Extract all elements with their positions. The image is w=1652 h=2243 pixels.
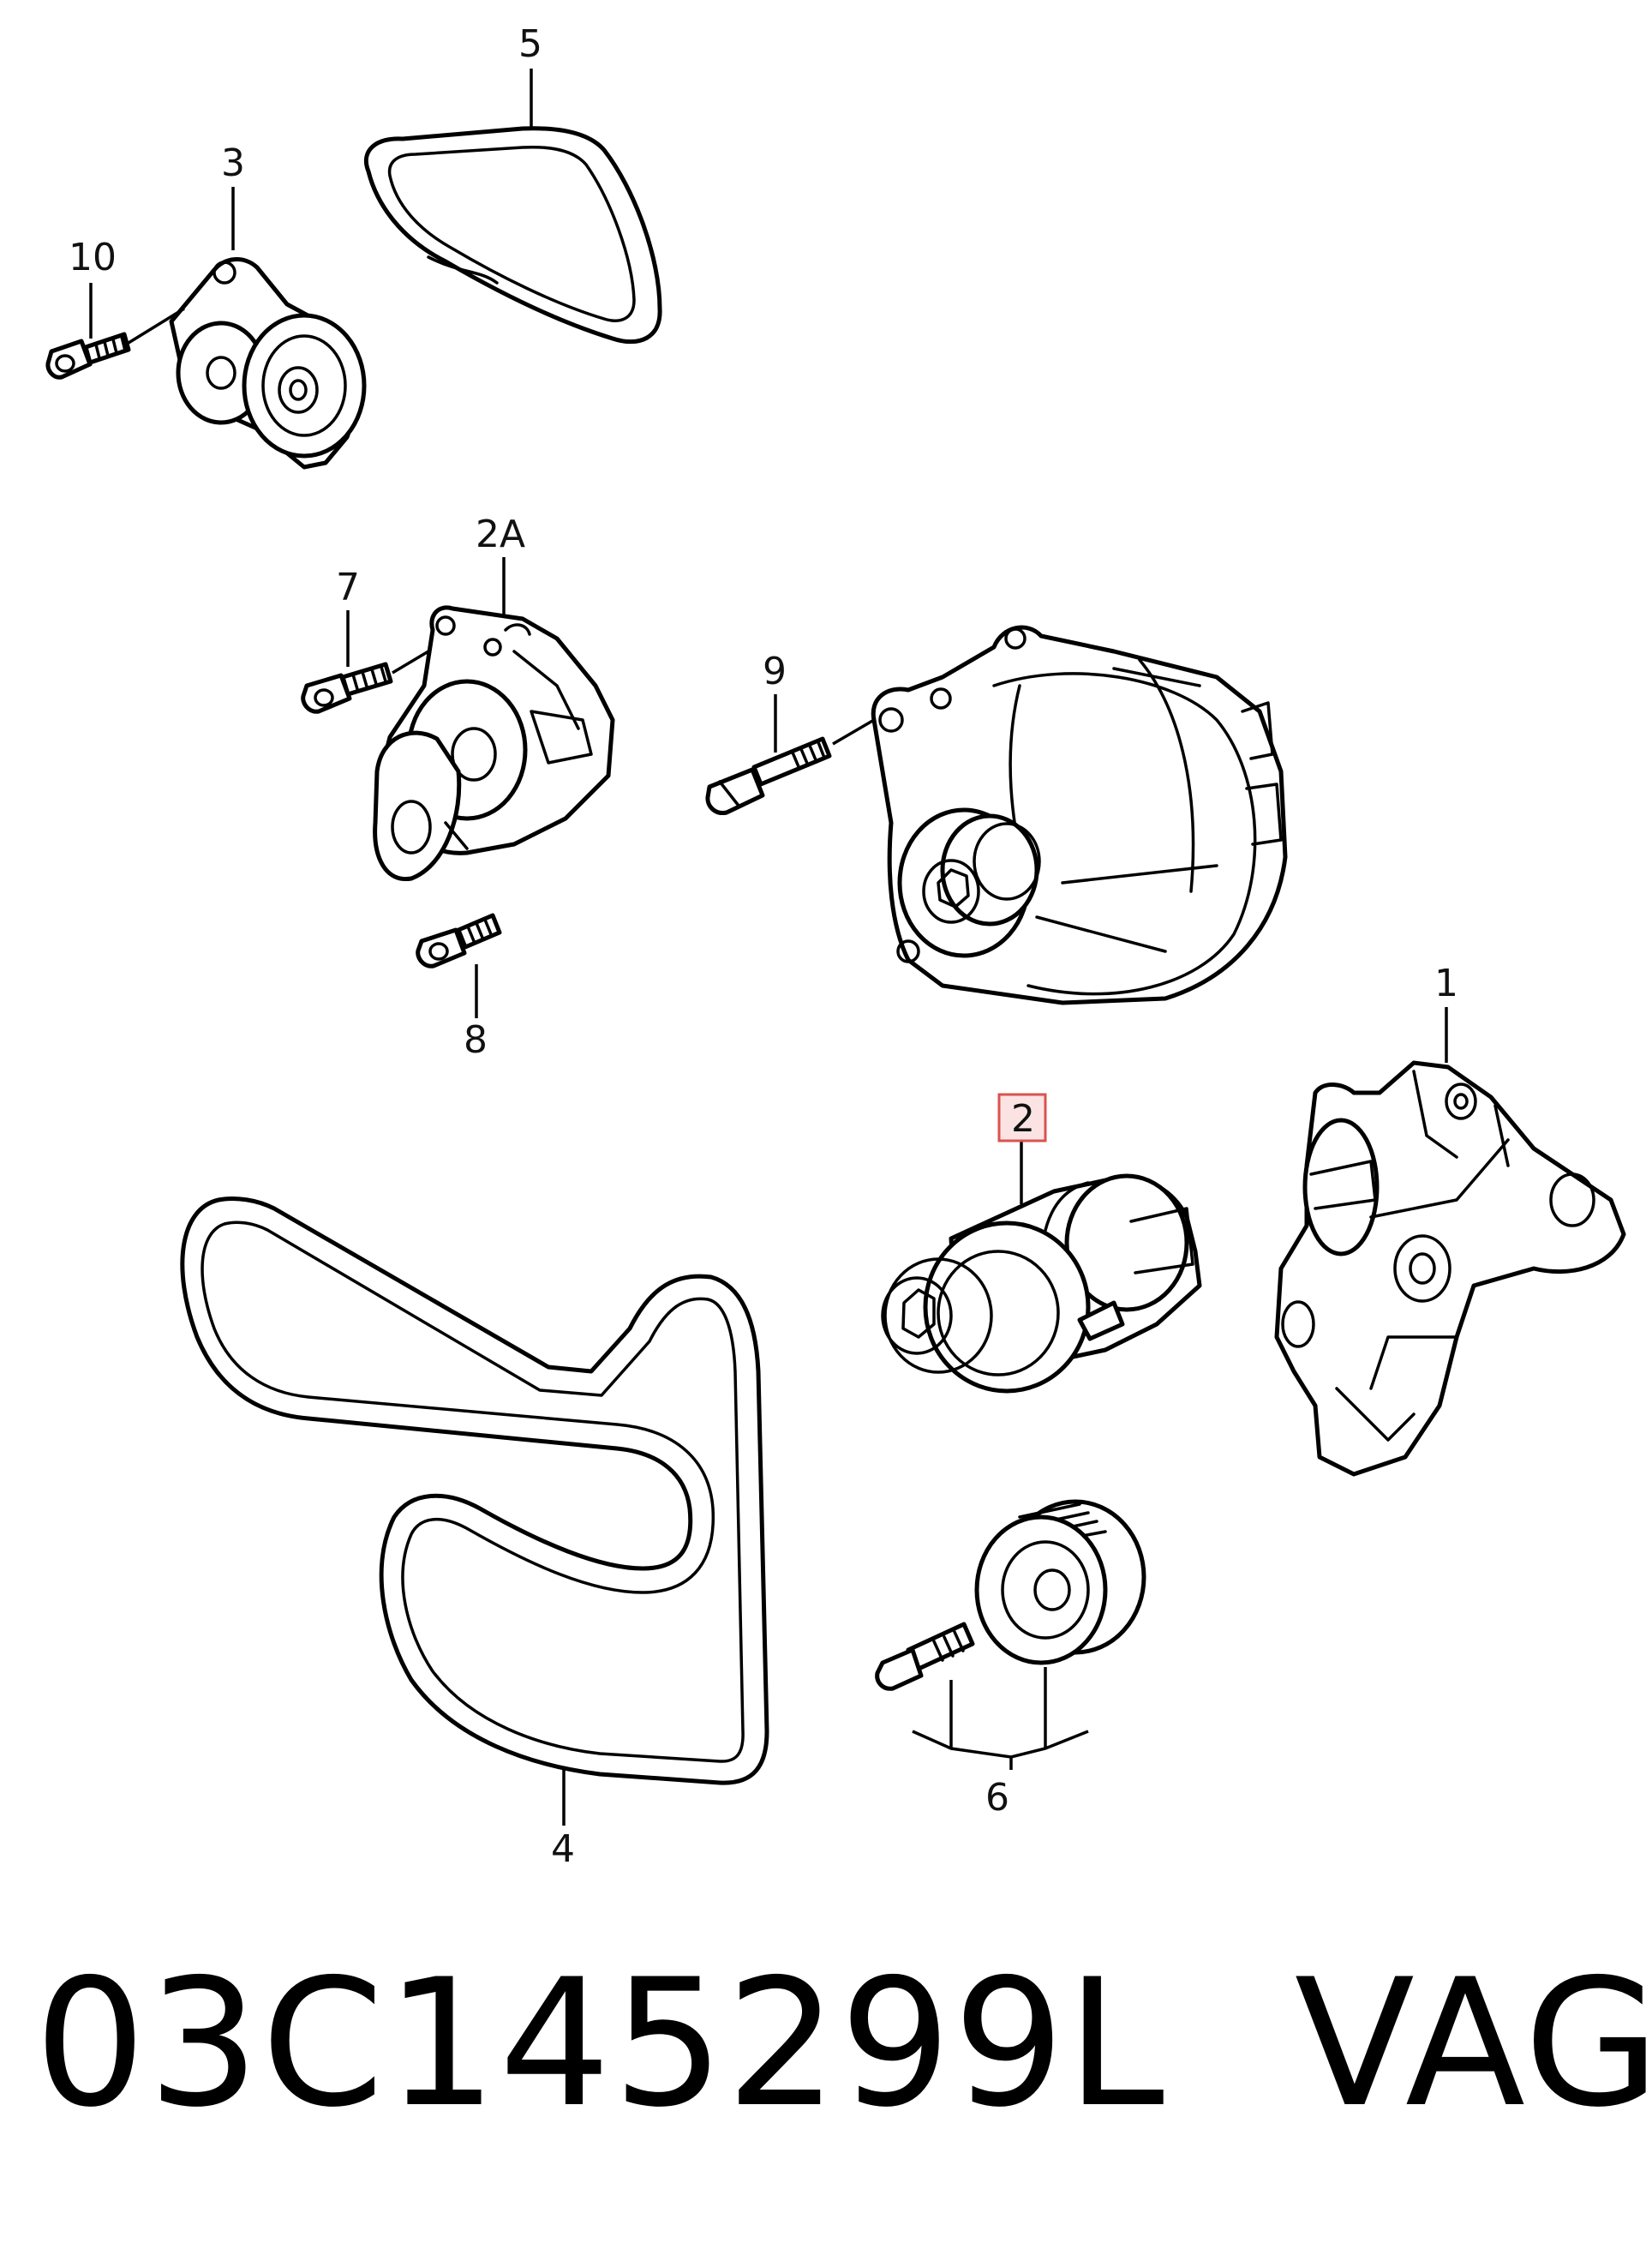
callout-2: 2 — [1011, 1097, 1035, 1141]
part-7-bolt — [301, 650, 429, 714]
part-caption: 03C145299L VAG — [34, 1933, 1652, 2156]
part-2a-tensioner — [373, 605, 615, 882]
callout-3: 3 — [221, 141, 245, 185]
part-3-tensioner-pulley — [169, 257, 367, 470]
callout-4: 4 — [551, 1827, 575, 1871]
part-10-bolt — [45, 307, 185, 380]
part-6-idler-pulley-and-bolt — [875, 1499, 1146, 1691]
part-1-bracket — [1274, 1060, 1626, 1477]
part-number: 03C145299L — [34, 1942, 1166, 2146]
callout-10: 10 — [69, 236, 117, 279]
callout-6: 6 — [985, 1776, 1009, 1820]
part-2-belt-tensioner — [881, 1173, 1202, 1394]
part-8-bolt — [416, 913, 502, 969]
callout-5: 5 — [518, 22, 542, 66]
callout-2a: 2A — [476, 513, 525, 556]
part-4-large-belt — [180, 1196, 769, 1785]
part-9-bolt — [705, 718, 875, 815]
callout-9: 9 — [763, 650, 787, 693]
callout-7: 7 — [336, 566, 360, 609]
manufacturer-name: VAG — [1294, 1942, 1652, 2146]
leader-6 — [912, 1667, 1089, 1770]
part-5-small-belt — [363, 126, 662, 345]
callout-1: 1 — [1434, 962, 1458, 1005]
callout-2-highlight — [997, 1093, 1047, 1142]
alternator-unit — [871, 625, 1288, 1005]
callout-8: 8 — [464, 1018, 488, 1062]
